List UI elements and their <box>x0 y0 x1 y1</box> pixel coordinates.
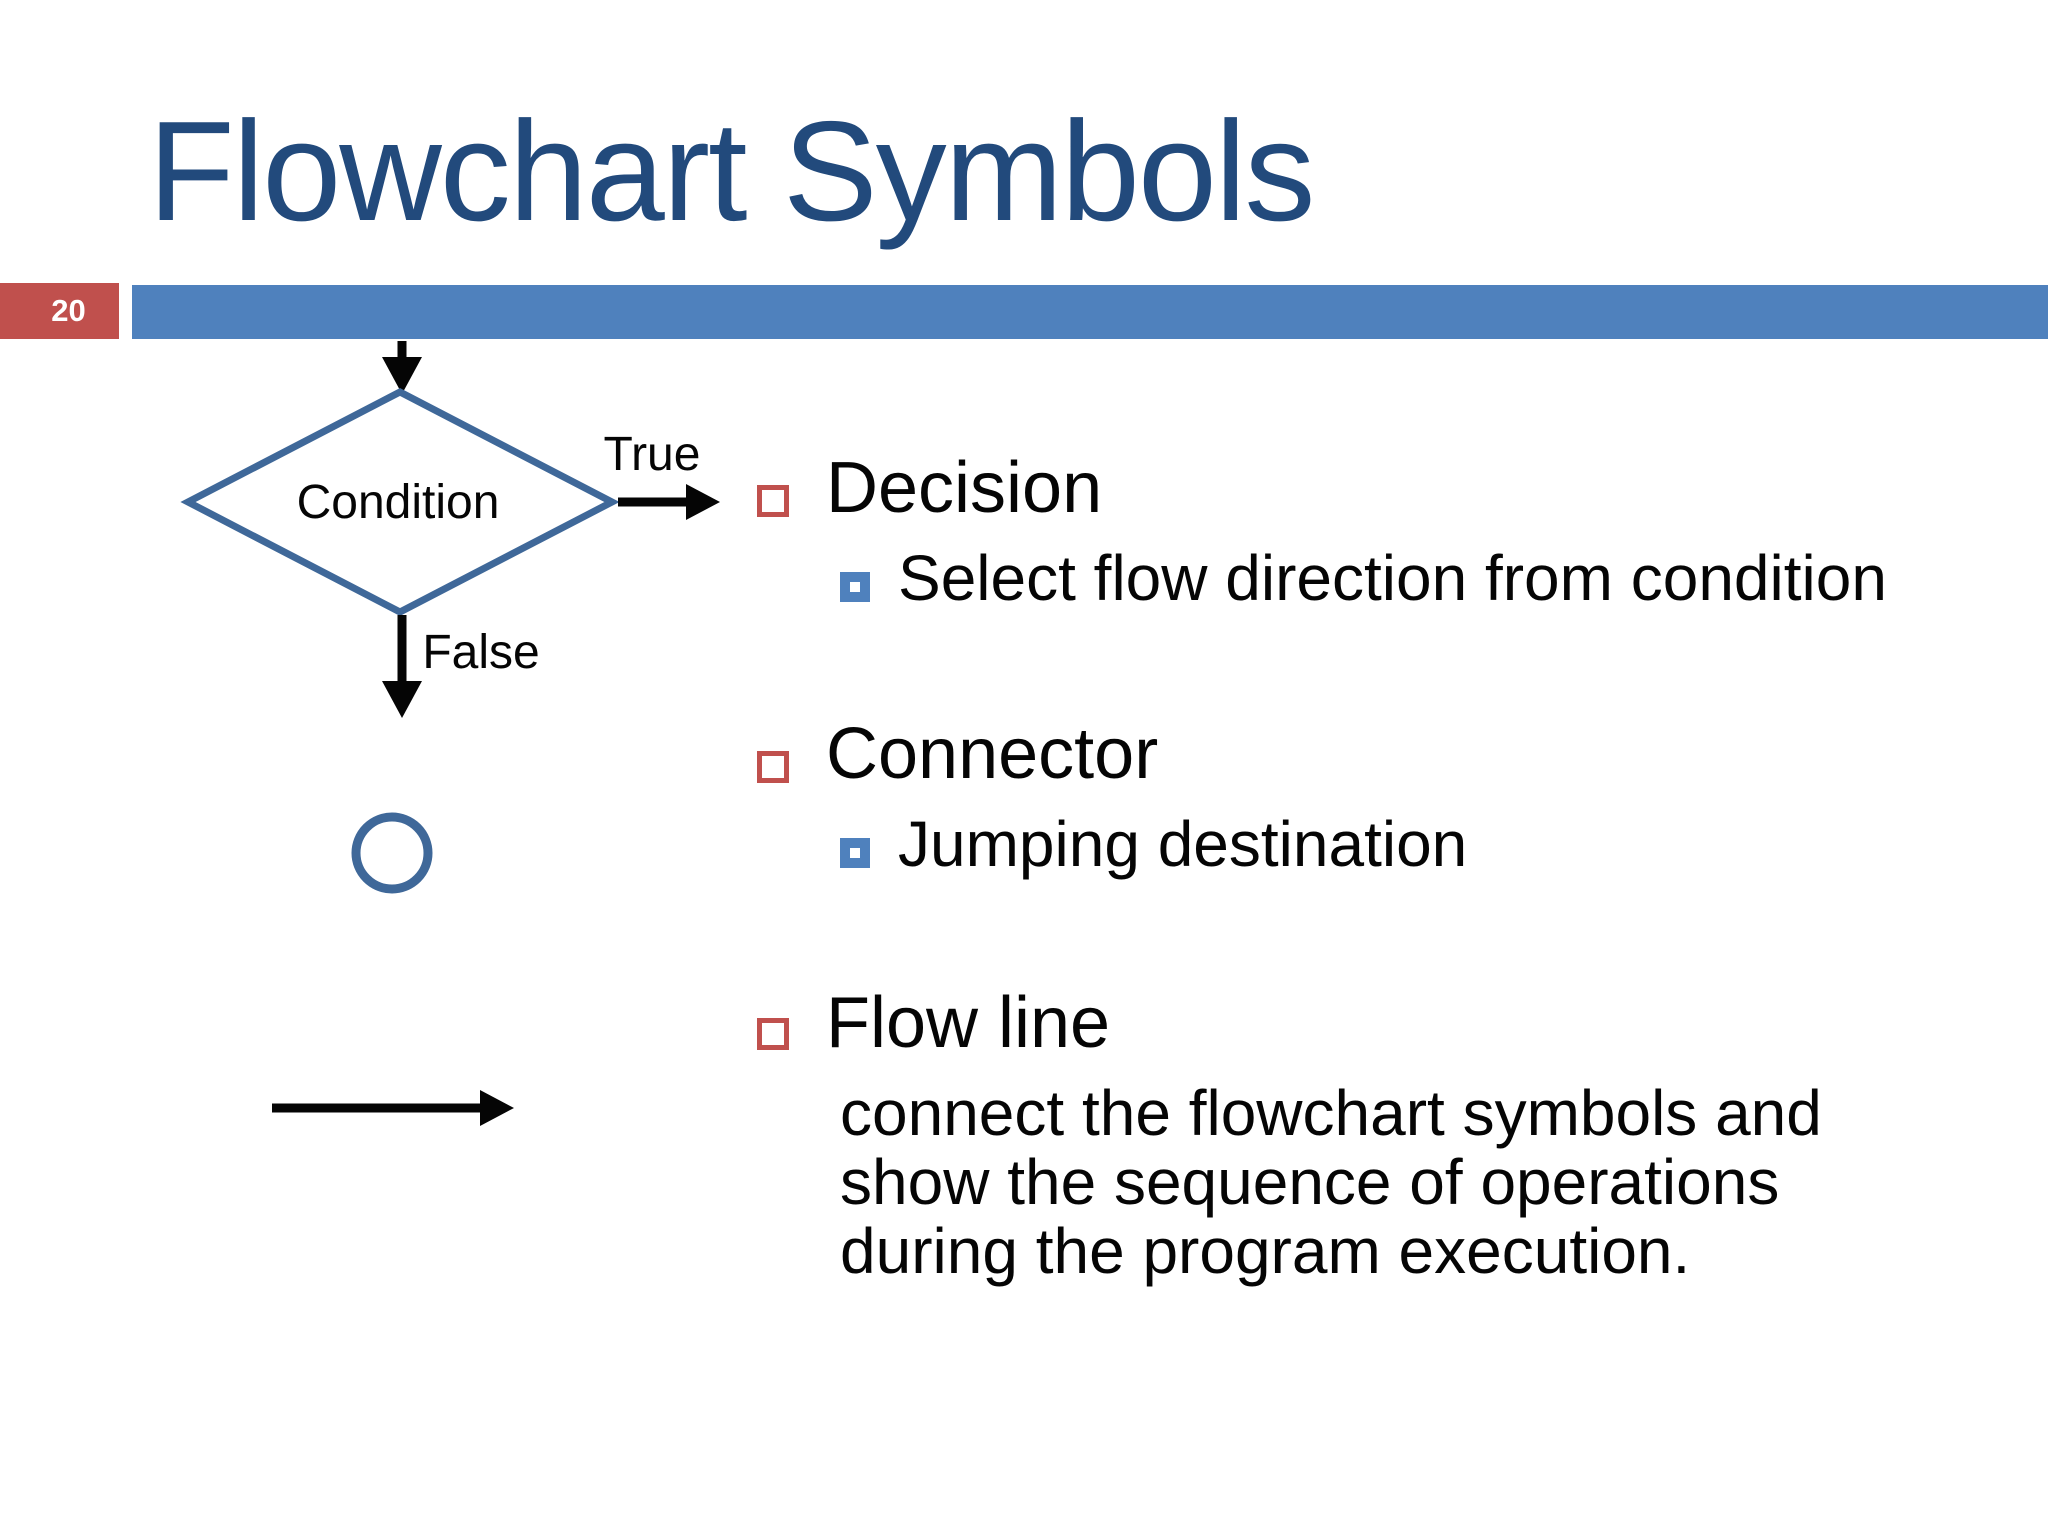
false-label: False <box>422 626 539 679</box>
body-line: connect the flowchart symbols and <box>840 1077 1822 1149</box>
decision-diamond-shape <box>180 388 620 616</box>
condition-label: Condition <box>297 476 500 529</box>
body-line: show the sequence of operations <box>840 1146 1780 1218</box>
page-number-badge: 20 <box>0 283 119 339</box>
true-label: True <box>604 428 701 481</box>
section-heading: Connector <box>826 714 1159 794</box>
hollow-square-bullet-icon <box>757 1018 789 1050</box>
true-arrow-icon <box>618 484 720 520</box>
header-bar <box>132 285 2048 339</box>
flow-line-arrow-icon <box>272 1090 514 1126</box>
hollow-square-bullet-icon <box>757 751 789 783</box>
false-arrow-icon <box>382 615 422 718</box>
section-body: connect the flowchart symbols and show t… <box>840 1079 1822 1286</box>
hollow-square-bullet-icon <box>757 485 789 517</box>
page-title: Flowchart Symbols <box>148 92 1315 251</box>
section-subitem: Select flow direction from condition <box>898 542 1887 614</box>
section-subitem: Jumping destination <box>898 808 1468 880</box>
page-number: 20 <box>51 293 86 328</box>
connector-circle-shape <box>351 812 433 894</box>
section-heading: Decision <box>826 448 1103 528</box>
body-line: during the program execution. <box>840 1215 1691 1287</box>
section-heading: Flow line <box>826 983 1111 1063</box>
blue-square-bullet-icon <box>840 572 870 602</box>
flow-into-decision-arrow-icon <box>382 341 422 394</box>
blue-square-bullet-icon <box>840 838 870 868</box>
